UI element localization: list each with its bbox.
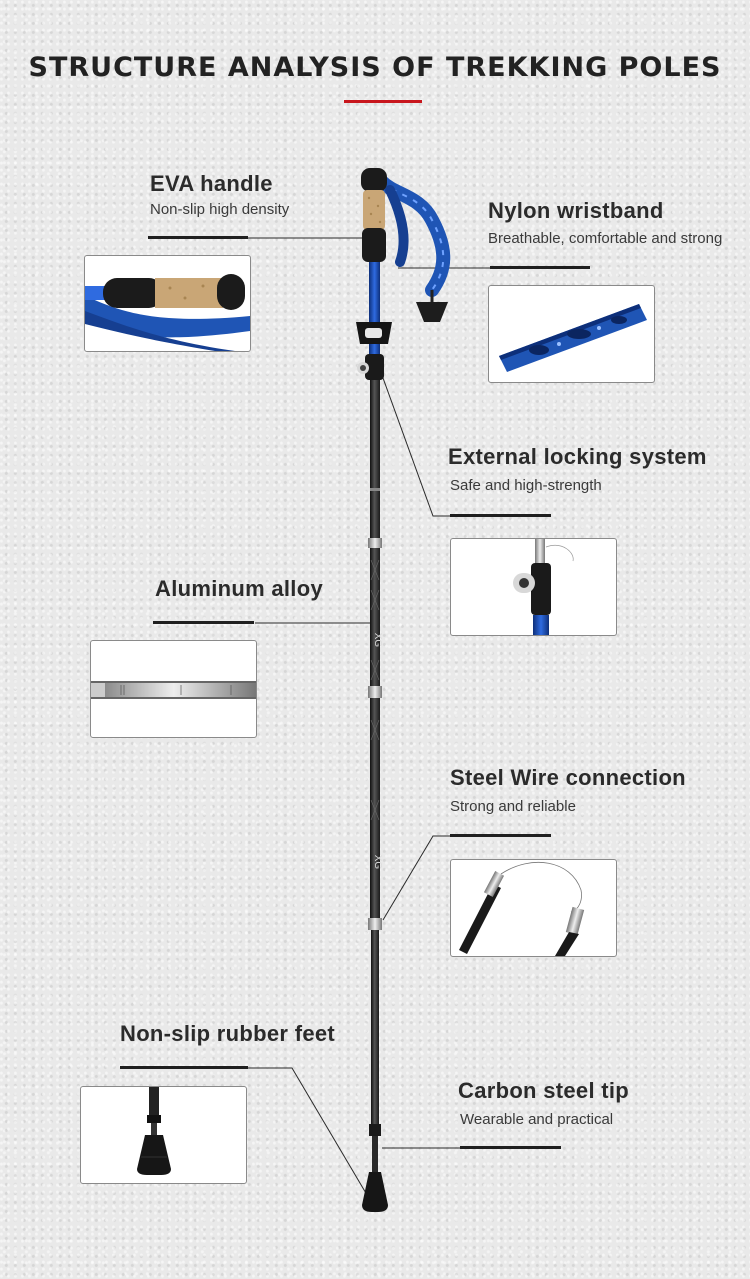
rubber-feet-rule [120, 1066, 248, 1069]
nylon-wristband-title: Nylon wristband [488, 198, 664, 223]
aluminum-alloy-title: Aluminum alloy [155, 576, 323, 601]
nylon-wristband-subtitle: Breathable, comfortable and strong [488, 230, 723, 247]
rubber-feet-title: Non-slip rubber feet [120, 1021, 336, 1046]
carbon-steel-tip-title: Carbon steel tip [458, 1078, 630, 1103]
svg-text:XG: XG [372, 855, 383, 870]
rubber-feet-photo [80, 1086, 247, 1184]
eva-handle-photo [84, 255, 251, 352]
aluminum-alloy-rule [153, 621, 254, 624]
nylon-wristband-photo [488, 285, 655, 383]
carbon-steel-tip-rule [460, 1146, 561, 1149]
eva-handle-title: EVA handle [150, 171, 273, 196]
steel-wire-subtitle: Strong and reliable [450, 798, 576, 815]
svg-text:XG: XG [372, 633, 383, 648]
wrist-strap [375, 175, 451, 322]
eva-handle-subtitle: Non-slip high density [150, 201, 290, 218]
aluminum-alloy-photo [90, 640, 257, 738]
steel-wire-title: Steel Wire connection [450, 765, 686, 790]
external-locking-title: External locking system [448, 444, 707, 469]
external-locking-subtitle: Safe and high-strength [450, 477, 602, 494]
steel-wire-rule [450, 834, 551, 837]
title-accent-rule [344, 100, 422, 103]
nylon-wristband-rule [490, 266, 590, 269]
steel-wire-photo [450, 859, 617, 957]
page-title: STRUCTURE ANALYSIS OF TREKKING POLES [28, 52, 722, 83]
external-locking-photo [450, 538, 617, 636]
carbon-steel-tip-subtitle: Wearable and practical [460, 1111, 614, 1128]
eva-handle-rule [148, 236, 248, 239]
external-locking-rule [450, 514, 551, 517]
